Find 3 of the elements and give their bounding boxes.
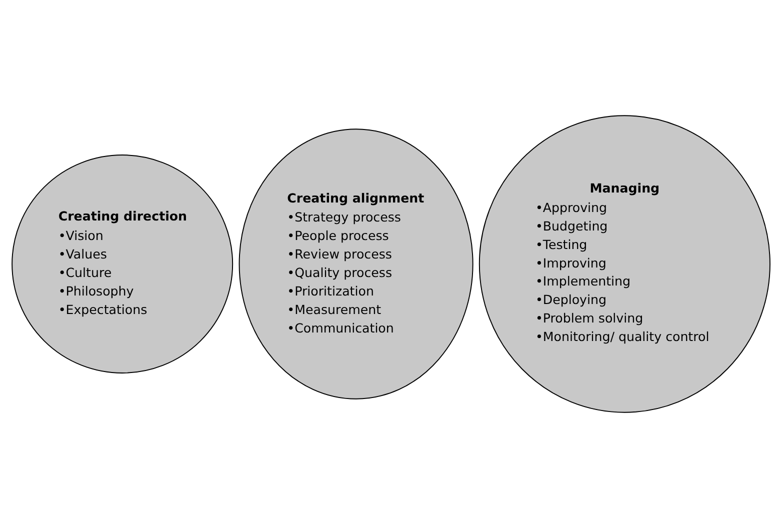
node-circle: Managing •Approving •Budgeting •Testing •Improving •Implementing •Deploying •Problem solving •Monitoring/ quality control <box>478 115 770 413</box>
node-ellipse: Creating alignment •Strategy process •People process •Review process •Quality process •Prioritization •Measurement •Communication <box>238 128 474 400</box>
node-circle: Creating direction •Vision •Values •Culture •Philosophy •Expectations <box>12 154 234 374</box>
